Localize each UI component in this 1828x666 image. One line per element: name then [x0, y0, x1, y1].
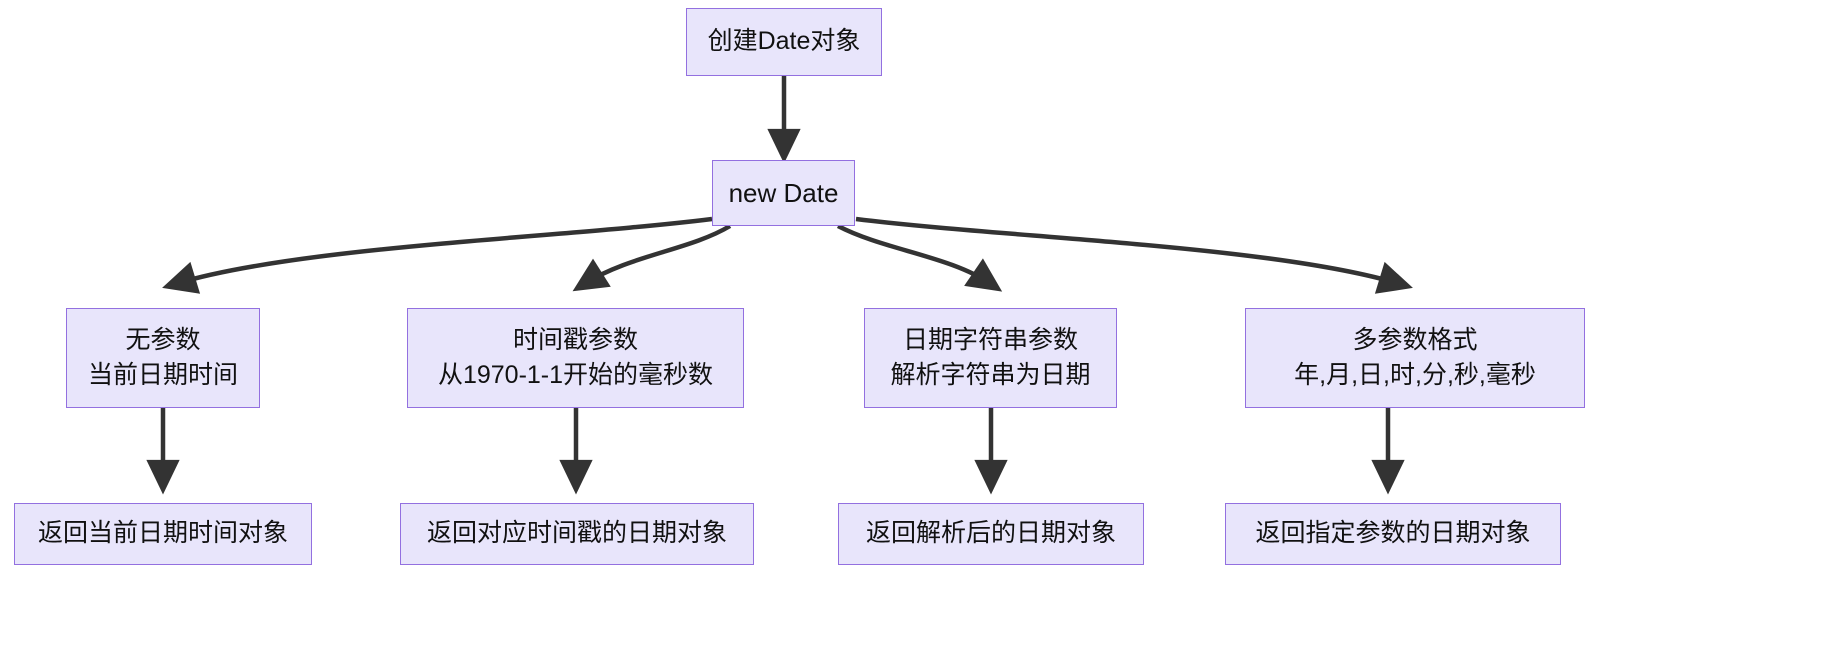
- node-label-line: 返回对应时间戳的日期对象: [426, 519, 727, 548]
- node-label-line: 多参数格式: [1352, 325, 1478, 354]
- node-label-line: 日期字符串参数: [902, 325, 1078, 354]
- node-label-line: 当前日期时间: [87, 361, 238, 389]
- node-label-line: 时间戳参数: [512, 325, 638, 354]
- node-label-line: 从1970-1-1开始的毫秒数: [437, 361, 714, 389]
- node-date-string-argument[interactable]: 日期字符串参数 解析字符串为日期: [864, 308, 1117, 408]
- node-return-specified-date-object[interactable]: 返回指定参数的日期对象: [1225, 503, 1561, 565]
- node-return-current-datetime-object[interactable]: 返回当前日期时间对象: [14, 503, 312, 565]
- node-multi-argument-format[interactable]: 多参数格式 年,月,日,时,分,秒,毫秒: [1245, 308, 1585, 408]
- node-new-date[interactable]: new Date: [712, 160, 855, 226]
- node-label-line: 年,月,日,时,分,秒,毫秒: [1294, 361, 1536, 389]
- node-label-line: 返回解析后的日期对象: [865, 519, 1116, 548]
- node-timestamp-argument[interactable]: 时间戳参数 从1970-1-1开始的毫秒数: [407, 308, 744, 408]
- node-return-timestamp-date-object[interactable]: 返回对应时间戳的日期对象: [400, 503, 754, 565]
- edge-new-date-to-timestamp-arg: [572, 224, 732, 292]
- node-label-line: 返回当前日期时间对象: [37, 519, 288, 548]
- node-create-date-object[interactable]: 创建Date对象: [686, 8, 882, 76]
- node-label-line: new Date: [728, 177, 839, 208]
- node-label-line: 返回指定参数的日期对象: [1255, 519, 1531, 548]
- node-return-parsed-date-object[interactable]: 返回解析后的日期对象: [838, 503, 1144, 565]
- node-label-line: 无参数: [125, 325, 201, 354]
- node-no-argument[interactable]: 无参数 当前日期时间: [66, 308, 260, 408]
- edge-new-date-to-multi-arg: [855, 216, 1413, 294]
- node-label-line: 解析字符串为日期: [890, 361, 1091, 389]
- edge-new-date-to-string-arg: [836, 224, 1003, 292]
- edge-new-date-to-no-arg: [162, 216, 713, 294]
- node-label-line: 创建Date对象: [707, 27, 861, 56]
